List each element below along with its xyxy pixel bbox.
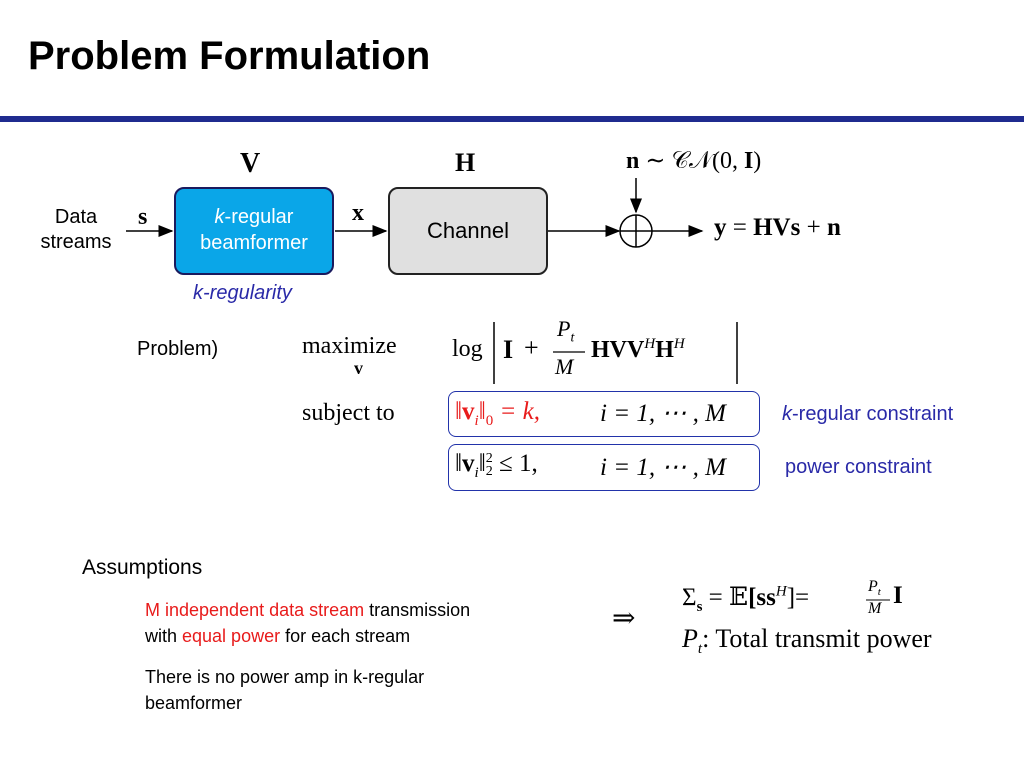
eq-sup: H [775,583,787,600]
assumption-1-black1: transmission [364,600,471,620]
subject-to: subject to [302,400,395,426]
objective-sup2: H [673,336,685,352]
c2-open: ‖ [455,450,463,477]
assumption-1-red1: M independent data stream [145,600,365,620]
objective-H: H [655,337,674,363]
output-HVs: HVs [753,214,801,241]
c1-rest: = k, [493,398,540,425]
noise-n: n [626,148,640,174]
objective-I: I [503,335,514,364]
objective-sup1: H [644,336,656,352]
output-n: n [826,214,841,241]
eq-I: I [893,582,903,609]
c1-v: v [462,398,475,425]
pt-text: : Total transmit power [702,624,932,653]
output-plus: + [800,214,827,241]
constraint-1-label: k-regular constraint [782,403,953,426]
symbol-x: x [352,200,364,226]
page-title: Problem Formulation [28,34,431,78]
constraint-1-range: i = 1, ⋯ , M [600,400,726,427]
assumption-2-line1: There is no power amp in k-regular [145,667,425,687]
c1-sub: 0 [485,413,494,429]
objective-HVV: HVV [591,337,645,363]
eq-bracket: [ss [748,584,776,611]
assumption-1-black3: for each stream [280,626,411,646]
input-label-line1: Data [54,206,98,228]
c1-label-rest: -regular constraint [792,403,954,425]
eq-equals: = [702,584,730,611]
c2-close: ‖ [478,450,486,477]
eq-sigma: Σ [682,584,697,611]
objective-t: t [570,330,575,346]
constraint-2-label: power constraint [785,456,932,478]
problem-label: Problem) [137,338,219,360]
beamformer-note: k-regularity [193,282,292,304]
implies-arrow: ⇒ [612,603,636,634]
eq-Pt-sub: t [877,586,881,599]
c2-rest: ≤ 1, [492,450,538,477]
eq-E: 𝔼 [729,584,749,611]
objective-M: M [555,354,574,379]
c1-open: ‖ [455,398,463,425]
title-divider [0,116,1024,122]
input-label-line2: streams [40,231,112,253]
noise-close: ) [753,148,762,174]
assumption-2: There is no power amp in k-regular beamf… [145,664,424,716]
noise-I: I [743,148,754,174]
objective-Pt: Pt [557,316,574,346]
constraint-1: ‖vi‖0 = k, [455,398,540,430]
output-y: y [714,214,727,241]
maximize-word: maximize [302,333,397,359]
beamformer-k: k [214,206,225,228]
objective-plus: + [524,333,539,362]
covariance-equation: Σs = 𝔼[ssH]= [682,582,809,616]
beamformer-line2: beamformer [200,232,308,254]
output-equation: y = HVs + n [714,214,841,242]
objective-log: log [452,336,483,362]
eq-fraction-num: Pt [868,578,881,598]
c2-v: v [462,450,475,477]
constraint-1-box [448,391,760,437]
c1-i: i [474,413,479,429]
constraint-2-range: i = 1, ⋯ , M [600,454,726,481]
assumptions-heading: Assumptions [82,556,203,579]
maximize-var: v [354,358,363,378]
c1-close: ‖ [478,398,486,425]
pt-sub: t [697,641,703,658]
constraint-2-box [448,444,760,491]
pt-P: P [682,624,698,653]
eq-close: ]= [786,584,810,611]
eq-fraction-den: M [868,600,882,617]
eq-Pt: P [868,578,878,595]
c1-label-k: k [782,403,792,425]
noise-dist: ∼ 𝒞𝒩(0, [645,148,744,174]
symbol-s: s [138,204,148,230]
channel-label: Channel [427,218,509,243]
beamformer-block: k-regular beamformer [174,187,334,275]
assumption-2-line2: beamformer [145,693,243,713]
noise-distribution: n ∼ 𝒞𝒩(0, I) [626,146,761,175]
symbol-H: H [455,148,476,177]
symbol-V: V [240,148,261,179]
assumption-1-black2: with [145,626,183,646]
beamformer-line1: -regular [224,206,294,228]
c2-i: i [474,465,479,481]
objective-HVVH: HVVHHH [591,336,685,364]
eq-sigma-sub: s [696,599,703,615]
objective-P: P [557,316,571,341]
constraint-1-expr: ‖vi‖0 = k, [455,398,540,429]
assumption-1-red2: equal power [182,626,281,646]
assumption-1: M independent data stream transmission w… [145,597,470,649]
channel-block: Channel [388,187,548,275]
c2-sub: 2 [485,464,493,480]
output-eq: = [726,214,754,241]
c2-sup: 2 [485,451,493,467]
input-label: Data streams [36,205,116,255]
pt-definition: Pt: Total transmit power [682,624,932,658]
